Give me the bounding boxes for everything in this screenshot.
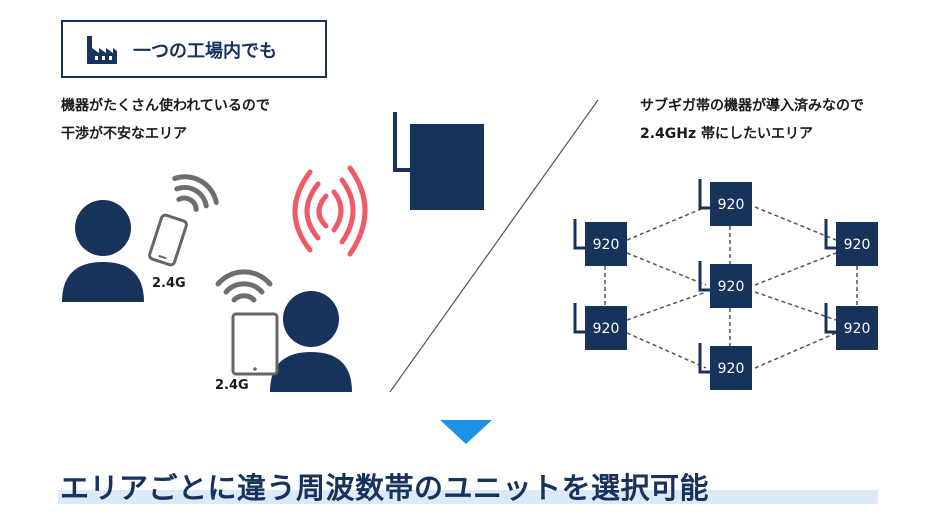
node-device-icon: 920 [573, 219, 627, 266]
divider-line [389, 99, 599, 393]
title-highlight [58, 490, 878, 504]
left-caption-line2: 干渉が不安なエリア [61, 126, 187, 142]
node-device-icon: 920 [573, 303, 627, 350]
node-label: 920 [593, 237, 620, 253]
right-caption-line2: 2.4GHz 帯にしたいエリア [640, 126, 814, 142]
footer-title: エリアごとに違う周波数帯のユニットを選択可能 [60, 471, 710, 505]
phone-frequency-label: 2.4G [152, 276, 186, 291]
factory-icon [87, 36, 117, 64]
node-label: 920 [593, 321, 620, 337]
person-icon [62, 200, 144, 302]
node-device-icon: 920 [698, 261, 752, 308]
node-label: 920 [718, 361, 745, 377]
left-caption-line1: 機器がたくさん使われているので [61, 98, 270, 114]
node-device-icon: 920 [824, 303, 878, 350]
interference-waves-icon [292, 165, 368, 257]
down-arrow-icon [440, 420, 492, 444]
right-caption-line1: サブギガ帯の機器が導入済みなので [640, 98, 864, 114]
node-device-icon: 920 [698, 343, 752, 390]
header-box: 一つの工場内でも [61, 20, 327, 78]
node-device-icon: 920 [698, 179, 752, 226]
node-label: 920 [718, 197, 745, 213]
node-device-icon: 920 [824, 219, 878, 266]
smartphone-icon [148, 213, 188, 267]
person-icon [270, 291, 352, 392]
wifi-icon [215, 269, 273, 303]
wifi-icon [172, 174, 219, 212]
header-title: 一つの工場内でも [133, 41, 277, 62]
tablet-frequency-label: 2.4G [215, 378, 249, 393]
router-device-icon [393, 112, 484, 210]
node-label: 920 [844, 321, 871, 337]
mesh-connections [604, 206, 858, 369]
node-label: 920 [844, 237, 871, 253]
node-label: 920 [718, 279, 745, 295]
tablet-icon [231, 312, 279, 376]
